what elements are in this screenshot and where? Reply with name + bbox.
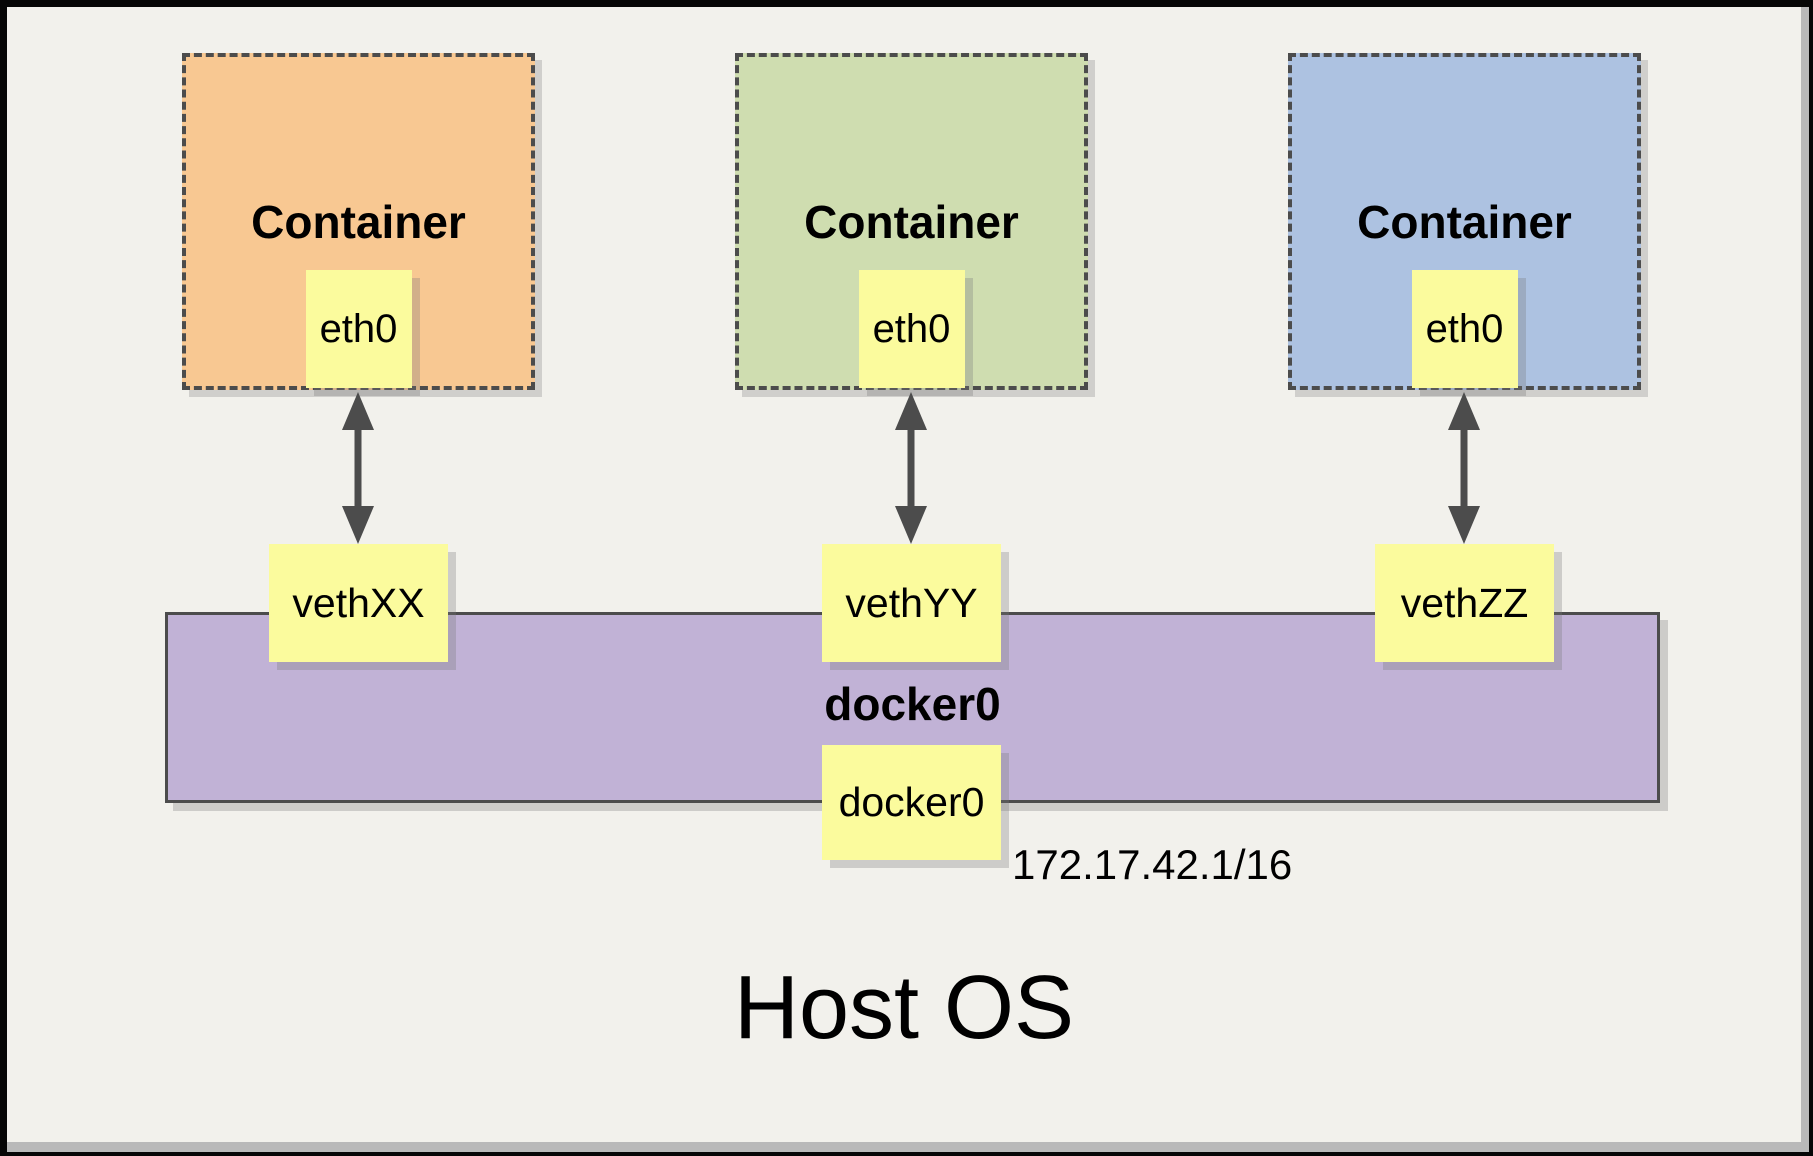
host-os-canvas: Container eth0 Container eth0 Container …: [7, 7, 1801, 1142]
container-label: Container: [804, 196, 1019, 248]
docker0-ip-label: 172.17.42.1/16: [1012, 841, 1293, 888]
docker0-bridge-label: docker0: [824, 678, 1001, 730]
frame-inner-shadow: Container eth0 Container eth0 Container …: [7, 7, 1809, 1152]
docker0-node: docker0: [822, 745, 1001, 860]
eth0-node: eth0: [858, 270, 965, 388]
double-arrow-icon: [342, 392, 374, 544]
vethZZ-node: vethZZ: [1375, 544, 1554, 662]
vethXX-node: vethXX: [269, 544, 448, 662]
container-box-3: Container eth0: [1288, 53, 1641, 390]
container-label: Container: [251, 196, 466, 248]
container-label: Container: [1357, 196, 1572, 248]
eth0-node: eth0: [305, 270, 412, 388]
container-box-2: Container eth0: [735, 53, 1088, 390]
container-box-1: Container eth0: [182, 53, 535, 390]
double-arrow-icon: [1448, 392, 1480, 544]
double-arrow-icon: [895, 392, 927, 544]
vethYY-node: vethYY: [822, 544, 1001, 662]
eth0-node: eth0: [1411, 270, 1518, 388]
host-os-label: Host OS: [733, 958, 1075, 1058]
